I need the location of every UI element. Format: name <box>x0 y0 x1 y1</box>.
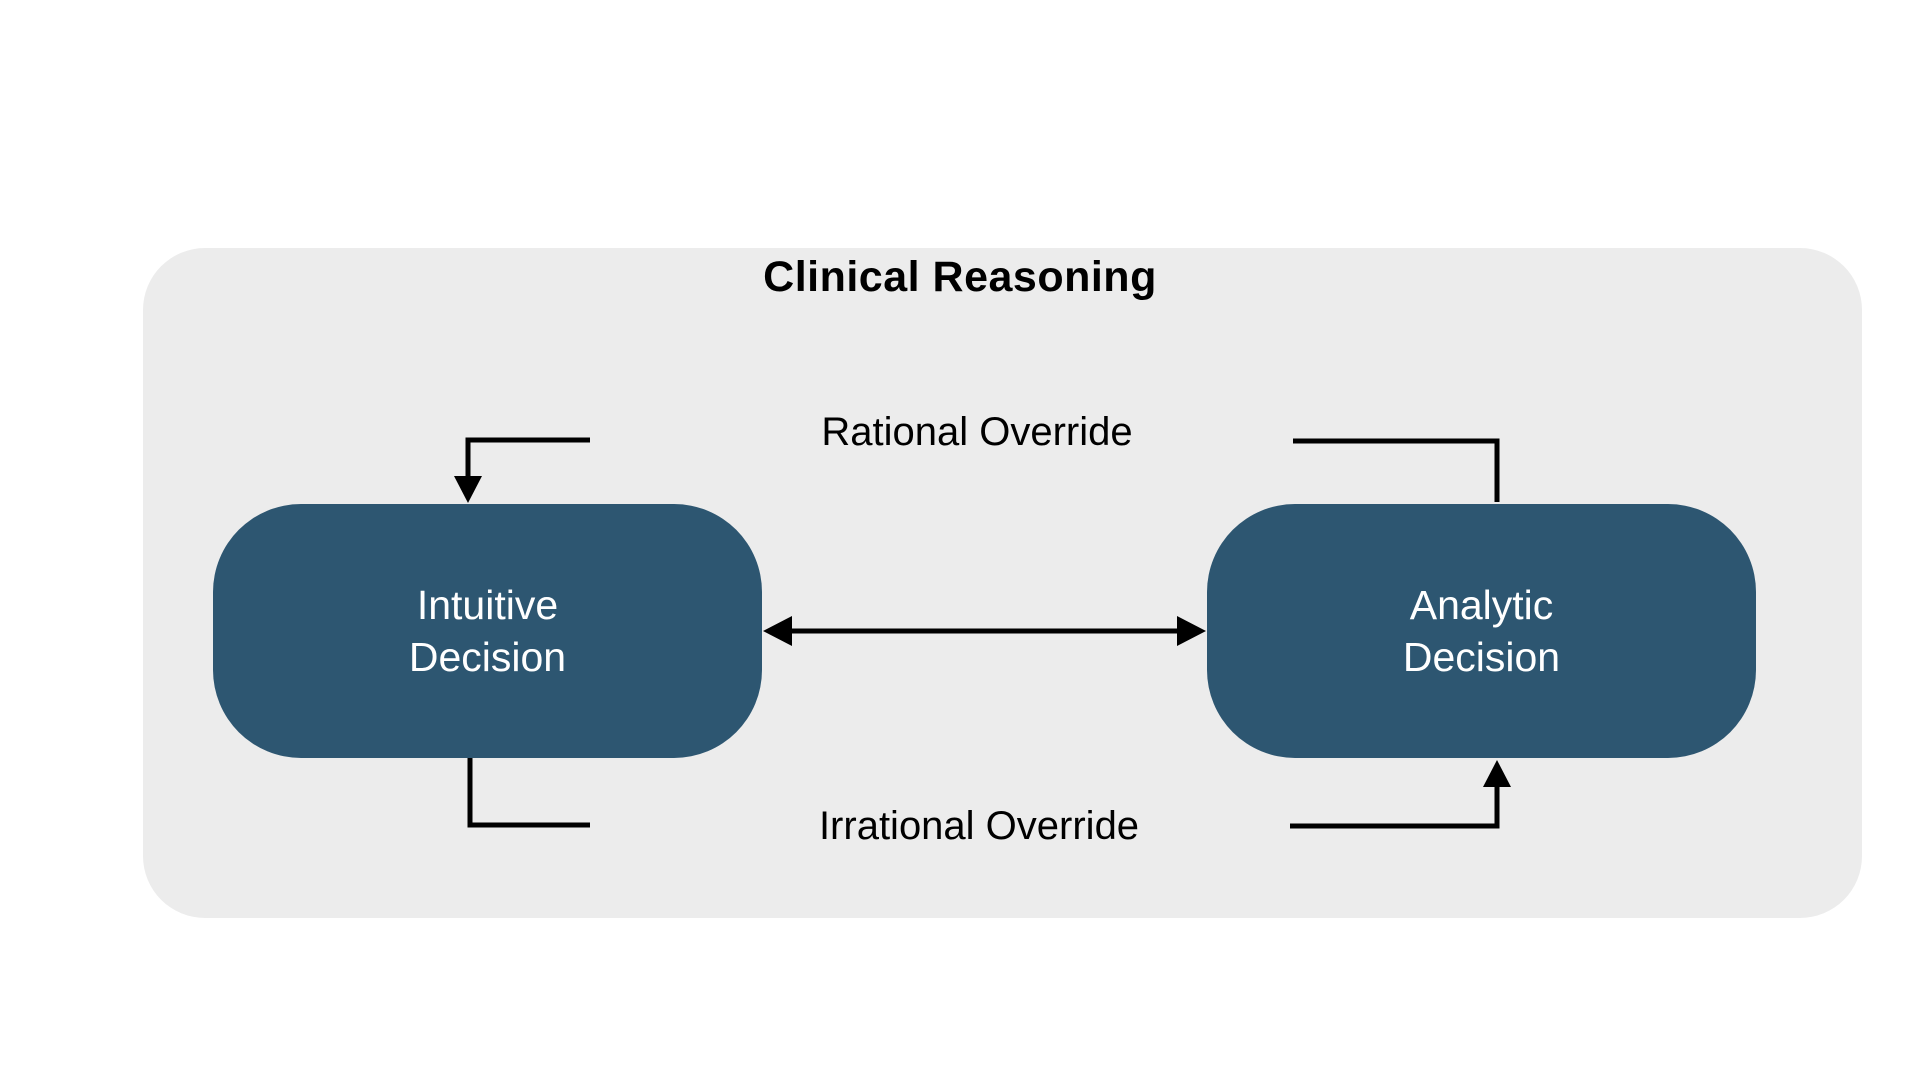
edge-label-irrational-override: Irrational Override <box>818 804 1140 848</box>
node-intuitive-decision: Intuitive Decision <box>213 504 762 758</box>
node-analytic-decision-label-line2: Decision <box>1402 634 1561 680</box>
edge-label-rational-override: Rational Override <box>821 410 1133 454</box>
node-analytic-decision-label-line1: Analytic <box>1409 581 1554 628</box>
diagram-title: Clinical Reasoning <box>763 253 1157 301</box>
node-intuitive-decision-label-line1: Intuitive <box>416 581 559 628</box>
node-intuitive-decision-label-line2: Decision <box>408 634 567 680</box>
node-analytic-decision: Analytic Decision <box>1207 504 1756 758</box>
